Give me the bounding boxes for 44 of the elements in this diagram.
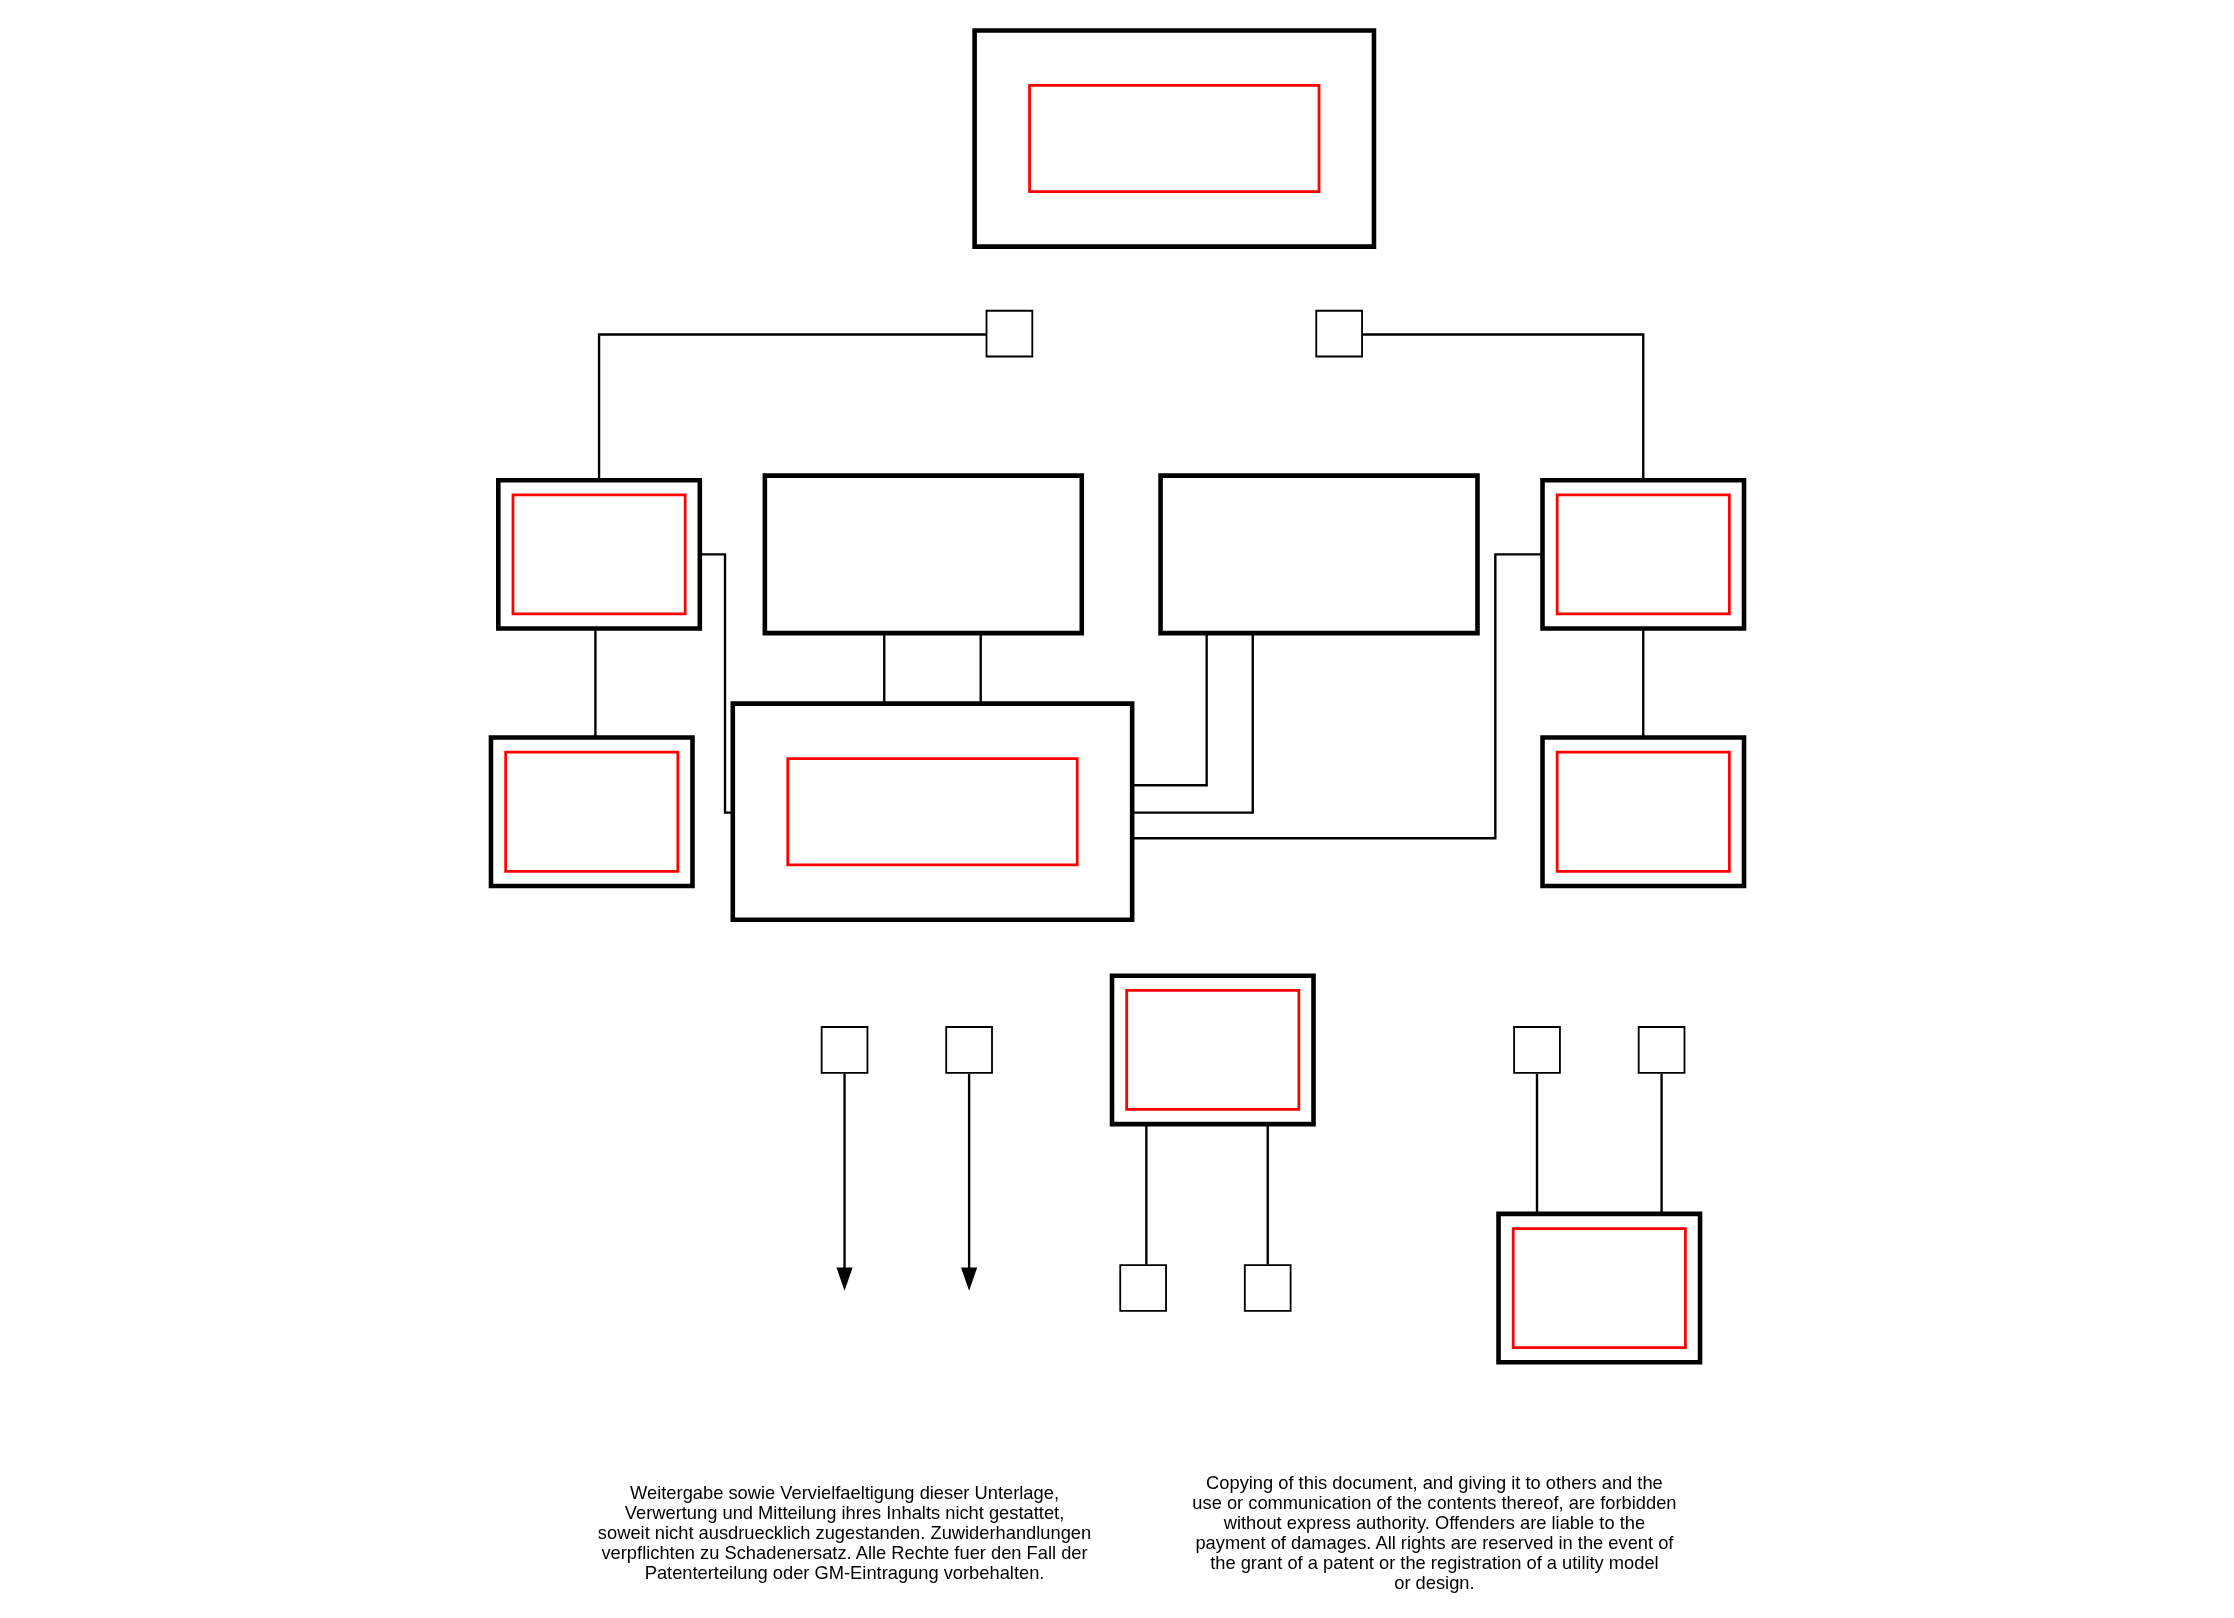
label: Weitergabe sowie Vervielfaeltigung dieser Unterlage, Verwertung und Mitteilung ihres Inhalts nicht gestattet, soweit nicht ausdruecklich zugestanden. Zuwiderhandlungen verpflichten zu Schadenersatz. Alle Rechte fuer den Fall der Patenterteilung oder GM-Eintragung vorbehalten.	[597, 1481, 1091, 1584]
node-box	[1157, 473, 1480, 636]
node-box	[1512, 1026, 1561, 1074]
arrow	[960, 1073, 977, 1291]
connector	[1641, 628, 1644, 738]
node-box	[511, 493, 687, 616]
connector	[882, 633, 885, 704]
connector	[699, 553, 733, 814]
label: Copying of this document, and giving it to others and the use or communication of the contents thereof, are forbidden without express authority. Offenders are liable to the payment of damages. All rights are reserved in the event of the grant of a patent or the registration of a utility model or design.	[1191, 1471, 1676, 1594]
node-box	[1314, 309, 1363, 358]
cluster	[1539, 477, 1746, 631]
connector	[1144, 1124, 1148, 1265]
connector	[1131, 633, 1254, 814]
connector	[1659, 1073, 1663, 1214]
cluster	[488, 735, 695, 889]
cluster	[1539, 735, 1746, 889]
connector	[597, 333, 986, 481]
cluster	[730, 701, 1134, 923]
connector	[1131, 633, 1208, 787]
cluster	[971, 28, 1376, 249]
arrow	[835, 1073, 853, 1291]
node-box	[1637, 1026, 1685, 1074]
connector	[1131, 553, 1542, 840]
cluster	[1109, 973, 1316, 1127]
node-box	[1555, 750, 1731, 873]
cluster	[1495, 1211, 1702, 1365]
node-box	[944, 1026, 993, 1074]
connector	[1362, 333, 1644, 481]
node-box	[1511, 1227, 1687, 1349]
node-box	[985, 309, 1033, 358]
node-box	[820, 1026, 868, 1074]
node-box	[1027, 84, 1320, 193]
cluster	[495, 477, 702, 631]
connector	[1266, 1124, 1269, 1265]
connector	[593, 628, 597, 738]
node-box	[1243, 1264, 1292, 1312]
node-box	[762, 473, 1084, 636]
connector	[1535, 1073, 1538, 1214]
connector	[979, 633, 982, 704]
node-box	[1118, 1264, 1167, 1312]
node-box	[1555, 493, 1731, 616]
node-box	[785, 757, 1079, 867]
node-box	[1124, 989, 1300, 1111]
node-box	[503, 750, 679, 873]
